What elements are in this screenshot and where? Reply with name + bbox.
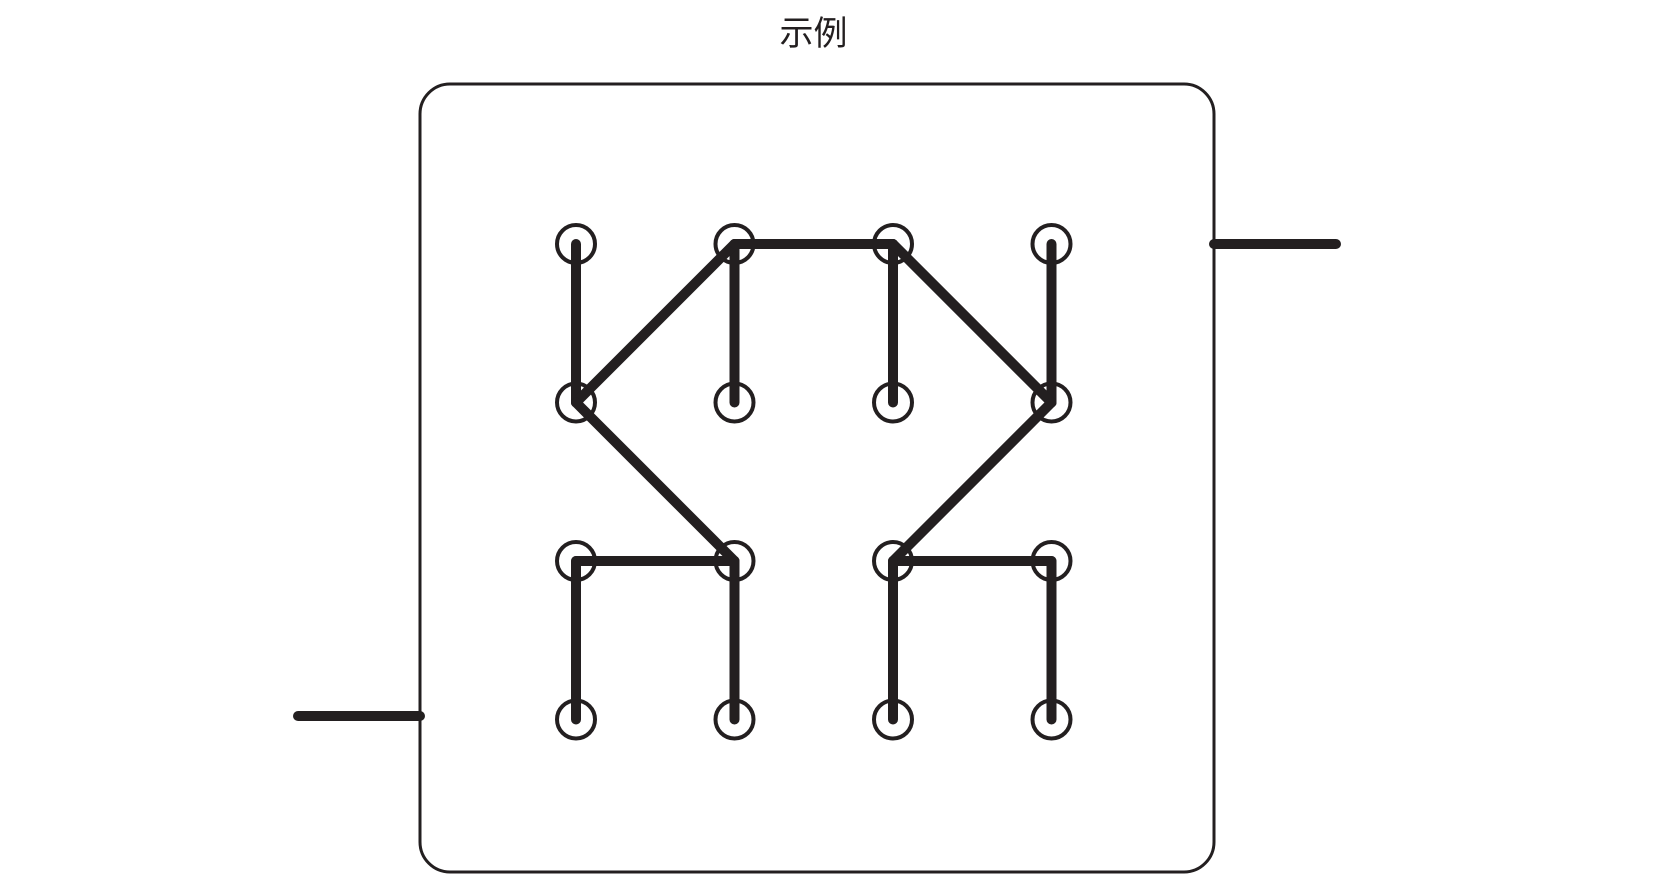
wire-segment-4 [571,239,740,408]
node-grid [555,223,1073,741]
wire-set [571,239,1057,725]
outer-frame [418,82,1216,874]
wire-segment-7 [571,397,740,566]
diagram-title: 示例 [779,14,848,54]
wire-segment-6 [888,239,1057,408]
wire-segment-8 [888,397,1057,566]
